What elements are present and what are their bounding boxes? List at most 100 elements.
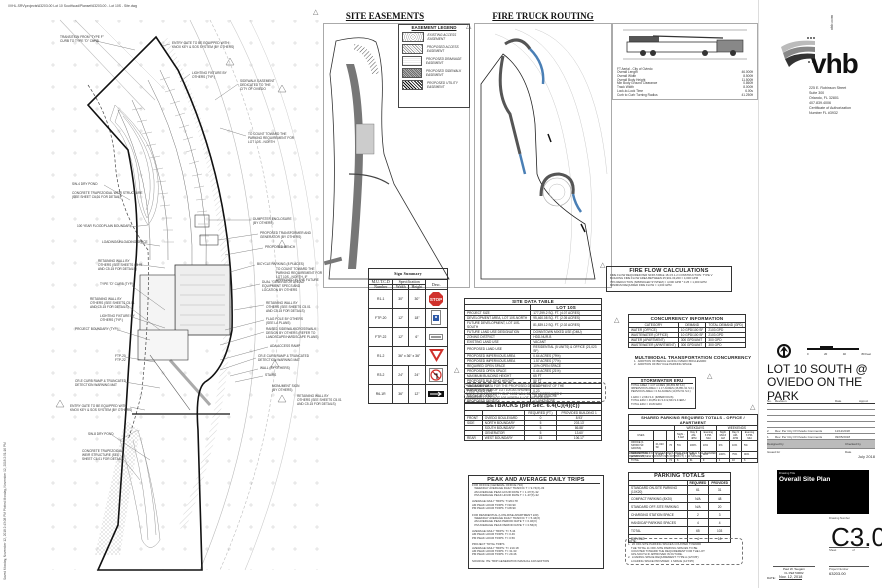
shared-parking-cell: 10	[728, 457, 742, 464]
spec-value: 8.500ft	[743, 73, 753, 78]
revision-triangle-icon: △	[313, 9, 319, 16]
revision-date: 11/12/2018	[835, 428, 850, 433]
plan-callout: CR-E CURB RAMP & TRUNCATED DETECTION WAR…	[258, 354, 310, 362]
dots-swatch-icon	[402, 32, 424, 42]
shared-parking-cell: 6	[740, 457, 759, 464]
spec-label: Overall Length	[617, 70, 638, 74]
spec-label: Track Width	[617, 85, 634, 90]
sheet-label: Sheet	[829, 548, 837, 552]
shared-parking-cell: 10%	[699, 440, 717, 452]
shared-parking-cell: OFFICE (1 SP/300 SF GROSS)	[628, 440, 654, 452]
shared-parking-cell: 0%	[715, 440, 730, 452]
shared-parking-cell: 10%	[728, 440, 742, 452]
trip-line: WEEKDAY AVERAGE DAILY TRAFFIC T = 5.44(X…	[472, 515, 541, 520]
plan-callout: PROPOSED TRANSFORMER AND GENERATOR (BY O…	[260, 231, 311, 239]
fire-flow-line: MINIMUM REQUIRED FIRE FLOW = 1,000 GPM	[610, 282, 672, 287]
plan-callout: RETAINING WALL BY OTHERS (SEE SHEETS C5.…	[98, 259, 143, 271]
spec-value: 0.860ft	[743, 81, 753, 86]
crosshatch-swatch-icon	[402, 44, 423, 54]
site-plan-drawing[interactable]: TRANSITION FROM "TYPE F" CURB TO TYPE "D…	[20, 10, 342, 580]
plan-callout: 100 YEAR FLOODPLAIN BOUNDARY	[77, 224, 132, 228]
plan-callout: WALL (BY OTHERS)	[260, 366, 290, 370]
daily-trips-title: PEAK AND AVERAGE DAILY TRIPS	[472, 477, 600, 484]
trip-line: SOURCE: ITE TRIP GENERATION MANUAL 10th …	[472, 558, 550, 563]
fire-truck-route-map	[480, 28, 608, 285]
brand-url[interactable]: vhb.com	[829, 14, 834, 30]
fire-truck-spec-title: FT Aerial - City of Oviedo	[617, 67, 653, 71]
stormwater-panel: STORMWATER ERU TOTAL AREA = 4.07 ACRES (…	[628, 377, 696, 409]
address-line: 407.839.4006	[809, 101, 831, 105]
trip-line: PM AVERAGE PEAK HOUR RATE T = 1.47(X)-32	[472, 492, 539, 497]
multimodal-title: MULTIMODAL TRANSPORTATION CONCURRENCY	[634, 355, 752, 360]
shared-parking-cell: 70	[666, 440, 676, 452]
plan-callout: TYPE "D" CURB (TYP.)	[100, 282, 134, 286]
setback-cell: WEST BOUNDARY	[481, 435, 525, 441]
stormwater-line: TOTAL ERU = 19.83 ERU	[631, 402, 662, 406]
legend-label: EXISTING ACCESS EASEMENT	[427, 33, 457, 41]
plan-callout: TRANSITION FROM "TYPE F" CURB TO TYPE "D…	[60, 35, 104, 43]
plot-stamp-text: Saved Monday, November 12, 2018 2:43:08 …	[3, 442, 7, 580]
stormwater-line: TOTAL ERU = 46,851.91 S.F./2,664 S.F./ER…	[631, 399, 686, 403]
checked-by-label: Checked by	[845, 442, 861, 446]
trip-line: AM PEAK HOUR TRIPS: T=30.90	[472, 502, 516, 507]
parking-notes: NOTE: 1. 20 OFF-SITE PARKING SPACES COUN…	[625, 538, 743, 566]
trip-line: AM AVERAGE PEAK PERIOD RATE T = 0.46(X)	[472, 519, 537, 524]
plan-callout: RETAINING WALL BY OTHERS (SEE SHEETS C5.…	[90, 297, 135, 309]
stormwater-line: 1 ERU = 2,664 S.F. (IMPERVIOUS)	[631, 396, 674, 400]
one-way-sign-icon	[424, 384, 449, 404]
file-path-header: \\VHL-SRV\projects\63203.00 Lot 10 South…	[8, 4, 138, 8]
plan-callout: SW-8 DRY POND	[88, 432, 114, 436]
address-line: Orlando, FL 32801	[809, 96, 839, 100]
yield-sign-icon	[424, 346, 449, 366]
parking-totals-header: REQUIRED	[686, 480, 710, 486]
van-accessible-sign-icon	[424, 327, 449, 347]
plan-callout: LIGHTING FIXTURE BY OTHERS (TYP.)	[192, 71, 227, 79]
revision-header: No.	[767, 398, 772, 403]
setbacks-title: SETBACKS (per Sec. 6.4(C)(4)(c))	[464, 402, 602, 411]
drawing-title: Overall Site Plan	[779, 476, 831, 483]
shared-parking-header: Night Mid-6 AM	[715, 430, 730, 441]
date-label: Date	[845, 449, 852, 454]
multimodal-item: 1. ADDITION OF BENCH ALONG OVIEDO BOULEV…	[634, 359, 707, 363]
plan-callout: FLAG POLE BY OTHERS (SEE LA PLANS)	[266, 317, 303, 325]
revision-triangle-icon: △	[614, 317, 620, 324]
parking-totals-cell: CHARGING STATION SPACE	[628, 510, 688, 519]
spec-label: Lock-to-Lock Time	[617, 88, 644, 93]
revision-triangle-icon: △	[466, 23, 472, 30]
stormwater-line: PERVIOUS AREA = 0.64 ACRES (10,872.51 S.…	[631, 390, 691, 394]
legend-label: PROPOSED DRAINAGE EASEMENT	[425, 57, 462, 65]
trip-line: FOR RESIDENTIAL (LOW-RISE APARTMENT 220)	[472, 512, 539, 517]
parking-totals-cell: 48	[708, 494, 731, 503]
concurrency-cell: 300 GPD	[705, 342, 746, 348]
trip-line: AM AVERAGE PEAK HOUR RATE T = 1.47(X)-32	[472, 489, 539, 494]
plan-callout: DUMPSTER ENCLOSURE (BY OTHERS)	[253, 217, 292, 225]
easement-legend-title: EASEMENT LEGEND	[399, 25, 469, 30]
trip-line: AVERAGE DAILY TRIPS: T= 5.44	[472, 529, 516, 534]
parking-totals-cell: 3	[708, 510, 731, 519]
fire-truck-profile-icon	[623, 29, 747, 60]
revision-date: 09/05/2018	[835, 434, 851, 439]
trip-line: FOR OFFICE (GENERAL OFFICE 710)	[472, 483, 523, 487]
setback-cell: 15	[523, 435, 558, 441]
parking-totals-cell: STANDARD ON-SITE PARKING (10X20)	[628, 485, 688, 495]
shared-parking-header: Day 9 AM-4PM	[728, 430, 742, 441]
plan-callout: LOADING/UNLOADING SPACE	[102, 240, 148, 244]
diag-swatch-icon	[402, 80, 424, 90]
trip-line: WEEKDAY AVERAGE DAILY TRAFFIC T = 9.74(X…	[472, 486, 545, 491]
legend-label: PROPOSED ACCESS EASEMENT	[426, 45, 459, 53]
fire-truck-routing-inset[interactable]	[474, 23, 612, 288]
